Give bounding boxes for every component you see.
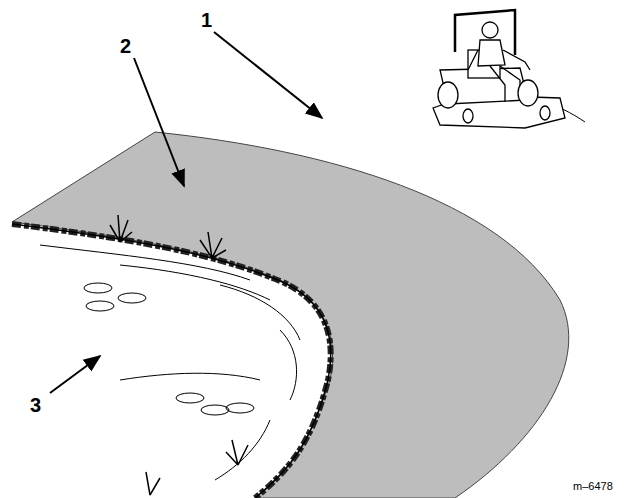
riding-mower bbox=[433, 10, 565, 128]
reeds bbox=[110, 215, 248, 495]
leader-arrows bbox=[50, 32, 322, 393]
callout-number: 3 bbox=[30, 395, 41, 415]
callout-number: 1 bbox=[201, 10, 212, 30]
shoreline bbox=[12, 224, 331, 498]
callout-number: 2 bbox=[120, 36, 131, 56]
pond bbox=[0, 226, 329, 498]
water-ripples bbox=[40, 245, 300, 480]
shoreline-edge bbox=[12, 224, 331, 498]
figure-id: m–6478 bbox=[573, 481, 613, 492]
